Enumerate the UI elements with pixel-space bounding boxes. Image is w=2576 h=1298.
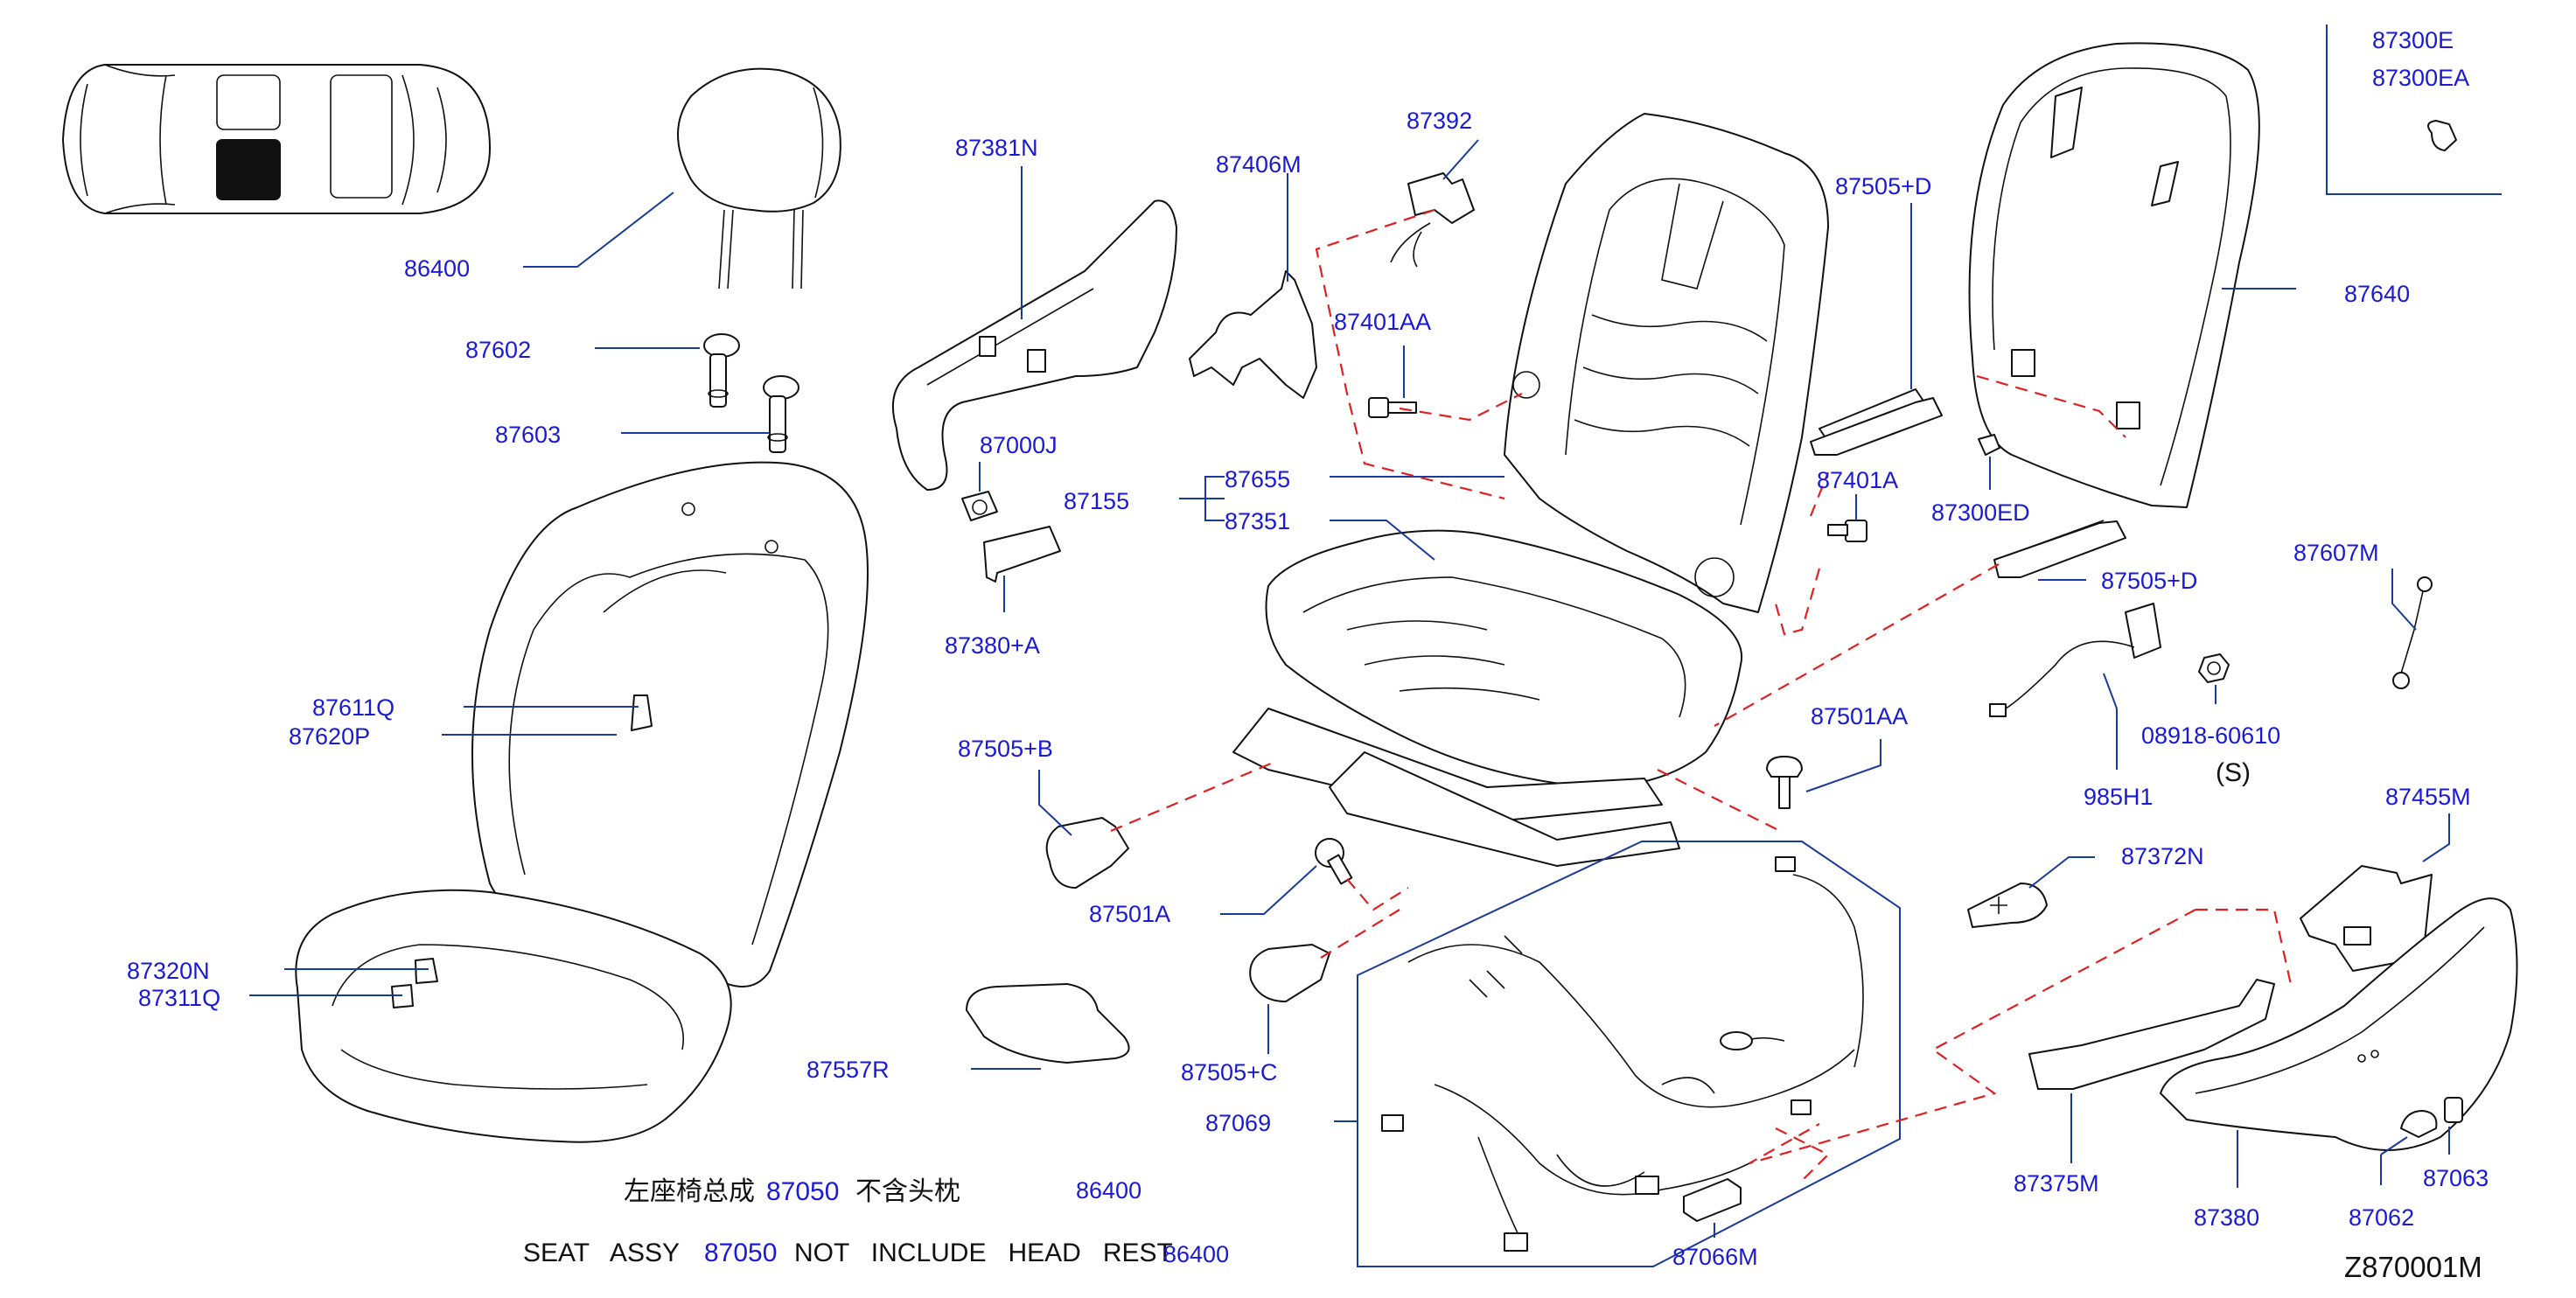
- label-87505B: 87505+B: [958, 736, 1053, 762]
- harness-frame-87069: [1357, 841, 1901, 1267]
- clip-callout-frame: [2326, 24, 2502, 195]
- cover-87505D-upper: [1810, 388, 1943, 456]
- car-locator-icon: [62, 64, 491, 214]
- label-87406M: 87406M: [1216, 151, 1302, 178]
- part-labels: 86400 87602 87603 87611Q 87620P 87320N 8…: [127, 27, 2489, 1270]
- label-87300ED: 87300ED: [1931, 499, 2030, 526]
- bolt-87401A: [1827, 520, 1867, 542]
- caption-en-ref: 86400: [1163, 1241, 1229, 1267]
- cover-87505D-lower: [1993, 520, 2126, 578]
- cover-87557R: [966, 983, 1130, 1064]
- label-87607M: 87607M: [2293, 540, 2379, 566]
- bracket-87406M: [1189, 270, 1317, 399]
- label-87640: 87640: [2344, 281, 2410, 307]
- label-87063: 87063: [2423, 1165, 2489, 1191]
- bolt-87501AA: [1766, 756, 1803, 809]
- seat-back-cover: [471, 461, 869, 987]
- label-87620P: 87620P: [289, 723, 370, 750]
- module-87066M: [1683, 1178, 1742, 1222]
- cover-87505C: [1249, 944, 1330, 1002]
- seat-cushion-cover: [295, 889, 732, 1143]
- caption-chinese: 左座椅总成 87050 不含头枕 86400: [624, 1177, 1141, 1206]
- label-87300EA: 87300EA: [2372, 65, 2469, 91]
- label-87455M: 87455M: [2385, 784, 2471, 810]
- caption-cn-ref: 86400: [1076, 1177, 1141, 1204]
- caption-cn-prefix: 左座椅总成: [624, 1177, 755, 1206]
- label-87401AA: 87401AA: [1334, 309, 1431, 335]
- label-size-s: (S): [2216, 758, 2251, 787]
- bracket-87392: [1390, 172, 1475, 268]
- label-87505D-lower: 87505+D: [2101, 568, 2197, 594]
- side-frame-cover-87381N: [891, 199, 1177, 491]
- label-87375M: 87375M: [2014, 1170, 2099, 1197]
- cover-87505B: [1045, 817, 1129, 889]
- label-86400: 86400: [404, 255, 470, 282]
- label-87501A: 87501A: [1089, 901, 1170, 927]
- clip-87300ED: [1978, 434, 2000, 456]
- back-board-87640: [1968, 42, 2260, 508]
- caption-en-suffix: NOT INCLUDE HEAD REST: [794, 1239, 1173, 1267]
- label-87300E: 87300E: [2372, 27, 2454, 53]
- label-87557R: 87557R: [806, 1057, 890, 1083]
- label-87505C: 87505+C: [1181, 1059, 1277, 1085]
- assembly-dashed-lines: [1110, 208, 2293, 1182]
- label-87372N: 87372N: [2121, 843, 2204, 869]
- caption-en-prefix: SEAT ASSY: [523, 1239, 680, 1267]
- label-87611Q: 87611Q: [312, 694, 394, 721]
- label-87501AA: 87501AA: [1811, 703, 1908, 729]
- label-87392: 87392: [1407, 108, 1472, 134]
- label-87381N: 87381N: [955, 135, 1038, 161]
- nut-08918-60610: [2198, 653, 2230, 683]
- label-87401A: 87401A: [1817, 467, 1898, 493]
- label-08918-60610: 08918-60610: [2141, 722, 2280, 749]
- cover-87375M: [2028, 979, 2275, 1090]
- label-87380A: 87380+A: [945, 632, 1040, 659]
- label-87066M: 87066M: [1672, 1244, 1758, 1270]
- strap-87607M: [2392, 576, 2433, 689]
- seat-back-frame: [1504, 113, 1829, 613]
- bracket-87455M: [2300, 865, 2433, 972]
- side-cover-87380: [2160, 897, 2518, 1151]
- label-87655: 87655: [1225, 466, 1290, 492]
- label-87602: 87602: [465, 337, 531, 363]
- caption-en-number: 87050: [704, 1239, 777, 1267]
- label-985H1: 985H1: [2084, 784, 2154, 810]
- seat-cushion-frame: [1232, 529, 1743, 867]
- headrest-guide-87603: [763, 375, 799, 453]
- bolt-87401AA: [1368, 397, 1417, 418]
- headrest-part: [677, 67, 841, 290]
- label-87505D-upper: 87505+D: [1835, 173, 1931, 199]
- label-87603: 87603: [495, 422, 561, 448]
- lever-87063: [2444, 1097, 2463, 1123]
- diagram-code: Z870001M: [2344, 1251, 2482, 1283]
- caption-english: SEAT ASSY 87050 NOT INCLUDE HEAD REST 86…: [523, 1239, 1229, 1267]
- label-87311Q: 87311Q: [138, 985, 220, 1011]
- sensor-985H1: [1989, 603, 2161, 717]
- label-87320N: 87320N: [127, 958, 210, 984]
- headrest-guide-87602: [703, 333, 740, 408]
- caption-cn-number: 87050: [766, 1177, 839, 1206]
- label-87380: 87380: [2194, 1204, 2259, 1231]
- bolt-87501A: [1315, 838, 1353, 885]
- label-87069: 87069: [1205, 1110, 1271, 1136]
- clip-87300EA: [2427, 120, 2457, 151]
- knob-87372N: [1967, 883, 2048, 928]
- label-87062: 87062: [2349, 1204, 2414, 1231]
- label-87000J: 87000J: [980, 432, 1058, 458]
- knob-87062: [2400, 1110, 2438, 1138]
- caption-cn-suffix: 不含头枕: [855, 1177, 960, 1206]
- label-87155: 87155: [1064, 488, 1129, 514]
- label-87351: 87351: [1225, 508, 1290, 534]
- clip-87000J: [961, 491, 998, 521]
- bracket-87380A: [983, 526, 1061, 583]
